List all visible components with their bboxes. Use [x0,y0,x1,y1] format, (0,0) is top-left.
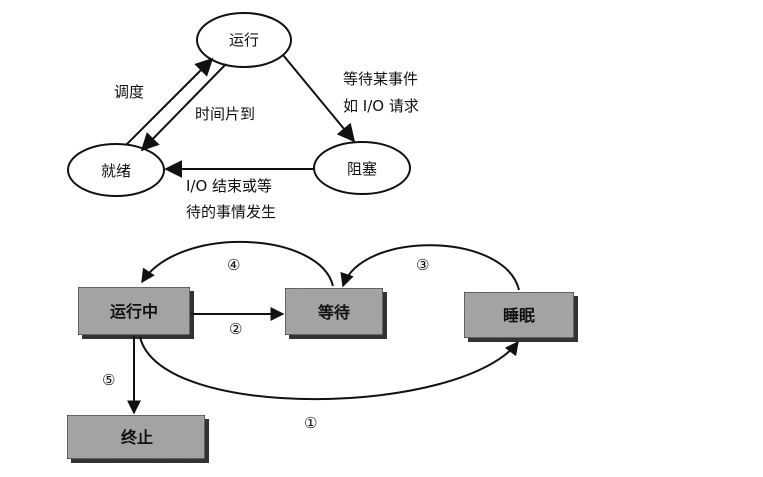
edge-time-slice-label: 时间片到 [195,105,255,123]
box-running-label: 运行中 [110,302,158,321]
edge-wait-event-label-line1: 等待某事件 [343,70,418,88]
transition-4-label: ④ [227,256,240,274]
box-running: 运行中 [77,286,194,339]
state-blocked-label: 阻塞 [347,160,377,178]
state-blocked-node: 阻塞 [313,141,411,195]
edge-wait-event-arrow [282,54,356,143]
transition-3-label: ③ [416,256,429,274]
state-running-label: 运行 [229,31,259,49]
box-sleeping-label: 睡眠 [503,306,535,325]
top-state-diagram: 运行 就绪 阻塞 调度 时间片到 等待某事件 如 I/O 请求 I/O 结束或等… [67,12,419,221]
edge-wait-event-label-line2: 如 I/O 请求 [343,97,419,115]
transition-1-label: ① [304,414,317,432]
box-terminated: 终止 [66,414,209,463]
edge-schedule-label: 调度 [114,83,144,101]
edge-time-slice-arrow [140,63,227,152]
box-sleeping: 睡眠 [463,291,578,342]
state-running-node: 运行 [196,12,292,68]
transition-4-arrow [141,240,334,287]
box-waiting-label: 等待 [317,303,350,322]
state-ready-label: 就绪 [101,162,131,180]
bottom-state-diagram: 运行中 等待 睡眠 终止 ② ④ ③ [66,240,578,463]
edge-io-done-label-line2: 待的事情发生 [186,203,276,221]
edge-io-done-label-line1: I/O 结束或等 [186,177,272,195]
box-terminated-label: 终止 [121,428,153,447]
transition-5-label: ⑤ [102,371,115,389]
edge-schedule-arrow [125,57,214,146]
transition-2-label: ② [229,320,242,338]
box-waiting: 等待 [284,287,387,339]
transition-1-arrow [139,336,519,401]
state-ready-node: 就绪 [67,143,165,197]
transition-3-arrow [340,244,520,291]
